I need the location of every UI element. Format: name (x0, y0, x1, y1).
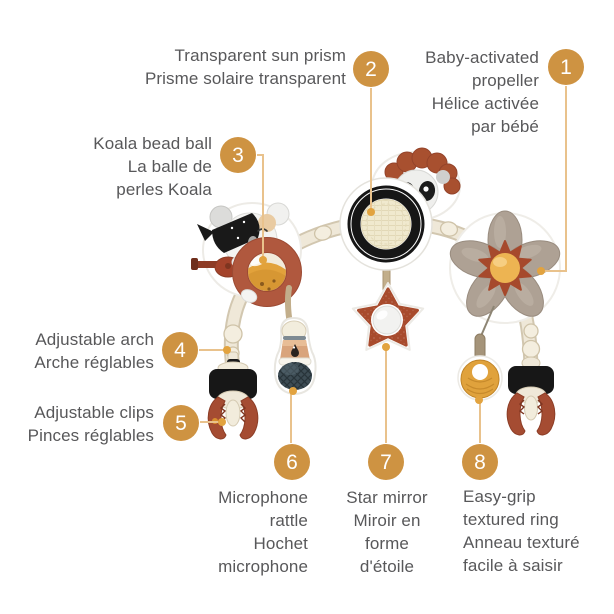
marker-dots (218, 208, 545, 426)
left-adjustable-clip (207, 351, 259, 440)
marker-dot-3 (259, 256, 267, 264)
leader-line-3 (257, 154, 264, 258)
sun-prism (339, 177, 433, 271)
callout-3-label: Koala bead ball La balle de perles Koala (93, 134, 212, 199)
callout-1-number: 1 (548, 49, 584, 85)
marker-dot-7 (382, 343, 390, 351)
callout-8-label: Easy-grip textured ring Anneau texturé f… (463, 487, 580, 575)
marker-dot-8 (475, 396, 483, 404)
callout-4-number: 4 (162, 332, 198, 368)
koala-bead-ball (191, 202, 302, 307)
leader-line-1 (543, 86, 567, 272)
marker-dot-4 (223, 346, 231, 354)
propeller-flower (449, 210, 561, 324)
marker-dot-6 (289, 387, 297, 395)
callout-6-label: Microphone rattle Hochet microphone (218, 488, 308, 576)
callout-2-number: 2 (353, 51, 389, 87)
callout-6-number: 6 (274, 444, 310, 480)
callout-5-number: 5 (163, 405, 199, 441)
textured-ring (457, 305, 503, 401)
leader-lines (199, 86, 567, 443)
marker-dot-2 (367, 208, 375, 216)
right-adjustable-clip (506, 356, 556, 436)
callout-4-label: Adjustable arch Arche réglables (34, 330, 154, 372)
marker-dot-5 (218, 418, 226, 426)
callout-5-label: Adjustable clips Pinces réglables (27, 403, 154, 445)
marker-dot-1 (537, 267, 545, 275)
callout-8-number: 8 (462, 444, 498, 480)
callout-2-label: Transparent sun prism Prisme solaire tra… (144, 46, 346, 88)
callout-7-label: Star mirror Miroir en forme d'étoile (346, 488, 428, 576)
callout-1-label: Baby-activated propeller Hélice activée … (425, 48, 539, 136)
microphone-rattle (273, 285, 317, 396)
callout-3-number: 3 (220, 137, 256, 173)
callout-7-number: 7 (368, 444, 404, 480)
